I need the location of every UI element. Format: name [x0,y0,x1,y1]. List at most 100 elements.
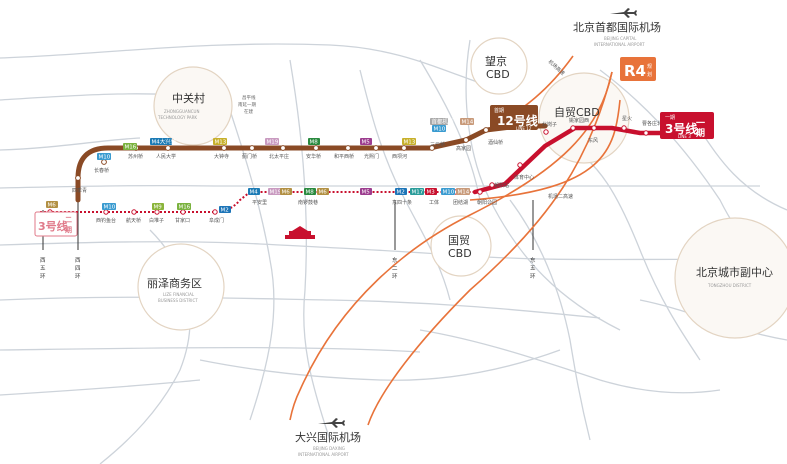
airport-second-expressway [469,99,621,201]
station-node[interactable] [621,125,627,131]
transfer-badge[interactable] [317,188,329,195]
transfer-badge[interactable] [102,203,116,210]
transfer-badge[interactable] [177,203,191,210]
transfer-badge[interactable] [280,188,292,195]
transfer-badge-label: M8 [310,140,319,146]
transfer-badge-label: M10 [443,190,455,196]
transfer-badge[interactable] [308,138,320,145]
station-label: 白堆子 [149,217,164,224]
zhongguancun-name: 中关村 [172,91,205,105]
line3-east-label[interactable]: 一期 3号线 一 期 LINE 3 [660,112,714,139]
west5-label-1: 西 [40,257,46,264]
transfer-badge-label: M8 [306,190,315,196]
station-label: 姚家园西 [569,117,589,124]
west4-label-3: 环 [75,273,81,280]
wangjing-label: 望京 CBD [485,54,510,81]
east2-label-1: 东 [392,256,398,264]
transfer-badge[interactable] [268,188,282,195]
transfer-badge[interactable] [402,138,416,145]
station-node[interactable] [373,145,379,151]
line-12-track [75,123,548,203]
station-node[interactable] [483,127,489,133]
transfer-badge[interactable] [441,188,455,195]
station-label: 三元桥 [430,141,445,148]
station-node[interactable] [212,209,218,215]
transfer-badge[interactable] [425,188,437,195]
bg-line [219,79,275,421]
station-node[interactable] [165,145,171,151]
bg-line [419,59,481,201]
station-node[interactable] [570,125,576,131]
station-node[interactable] [313,145,319,151]
transfer-badge[interactable] [152,203,164,210]
transfer-badge[interactable] [360,138,372,145]
station-node[interactable] [477,189,483,195]
transfer-badge-label: M13 [404,140,416,146]
bg-line [0,379,201,396]
station-node[interactable] [75,175,81,181]
station-node[interactable] [543,129,549,135]
station-node[interactable] [221,145,227,151]
transfer-badge-label: M4 [250,190,259,196]
transfer-badge[interactable] [219,206,231,213]
transfer-badge[interactable] [150,138,172,145]
capital-airport[interactable]: 北京首都国际机场 BEIJING CAPITAL INTERNATIONAL A… [573,8,661,47]
transfer-badge[interactable] [248,188,260,195]
station-node[interactable] [463,137,469,143]
bg-line [0,346,421,353]
tongzhou-en: TONGZHOU DISTRICT [707,283,752,288]
transfer-badge-label: M4大兴线 [152,138,177,146]
station-node[interactable] [643,130,649,136]
transfer-badge[interactable] [460,118,474,125]
station-node[interactable] [517,162,523,168]
wangjing-name1: 望京 [485,54,507,68]
transfer-badge[interactable] [395,188,407,195]
station-label: 高家园 [456,145,471,152]
transfer-badge[interactable] [360,188,372,195]
station-node[interactable] [489,182,495,188]
line-3-phase2-track-mid [214,191,475,213]
transfer-badge[interactable] [46,201,58,208]
lize-en2: BUSINESS DISTRICT [158,298,198,303]
zhongguancun-en2: TECHNOLOGY PARK [157,115,197,120]
transfer-badge[interactable] [265,138,279,145]
daxing-airport[interactable]: 大兴国际机场 BEIJING DAXING INTERNATIONAL AIRP… [295,418,361,457]
bg-line [199,349,561,381]
r4-label[interactable]: R4 规 划 [620,57,656,81]
station-node[interactable] [249,145,255,151]
transfer-badge[interactable] [410,188,424,195]
background-metro-network [0,39,787,464]
west4-label-1: 西 [75,257,81,264]
transfer-badge[interactable] [123,143,137,150]
station-node[interactable] [280,145,286,151]
bg-line [0,184,760,189]
transfer-badge[interactable] [430,118,448,125]
station-label: 西坝河 [392,153,407,160]
tiananmen-base [285,235,315,239]
transfer-badge[interactable] [304,188,316,195]
east2-label-2: 二 [392,266,398,272]
transfer-badge[interactable] [97,153,111,160]
line3-east-label-sub: LINE 3 [678,134,691,139]
station-node[interactable] [345,145,351,151]
line12-label[interactable]: 首期 12号线 LINE 12 [490,105,538,131]
transfer-badge-label: M19 [267,140,279,146]
station-label: 朝阳公园 [477,199,497,206]
station-label: 工体 [429,199,439,206]
transfer-badge[interactable] [213,138,227,145]
line3-east-label-tag: 一期 [665,115,675,121]
transfer-badge[interactable] [432,125,446,132]
transfer-badge-label: 首都机场 [432,118,455,126]
bg-line [699,129,787,211]
station-node[interactable] [131,209,137,215]
station-node[interactable] [591,125,597,131]
daxing-airport-name: 大兴国际机场 [295,430,361,444]
transfer-badge-label: M17 [412,190,424,196]
transfer-badge[interactable] [456,188,470,195]
station-node[interactable] [429,145,435,151]
station-label: 星火 [622,116,632,122]
station-node[interactable] [401,145,407,151]
line3-west-label[interactable]: 3号线 二 期 [34,211,78,237]
